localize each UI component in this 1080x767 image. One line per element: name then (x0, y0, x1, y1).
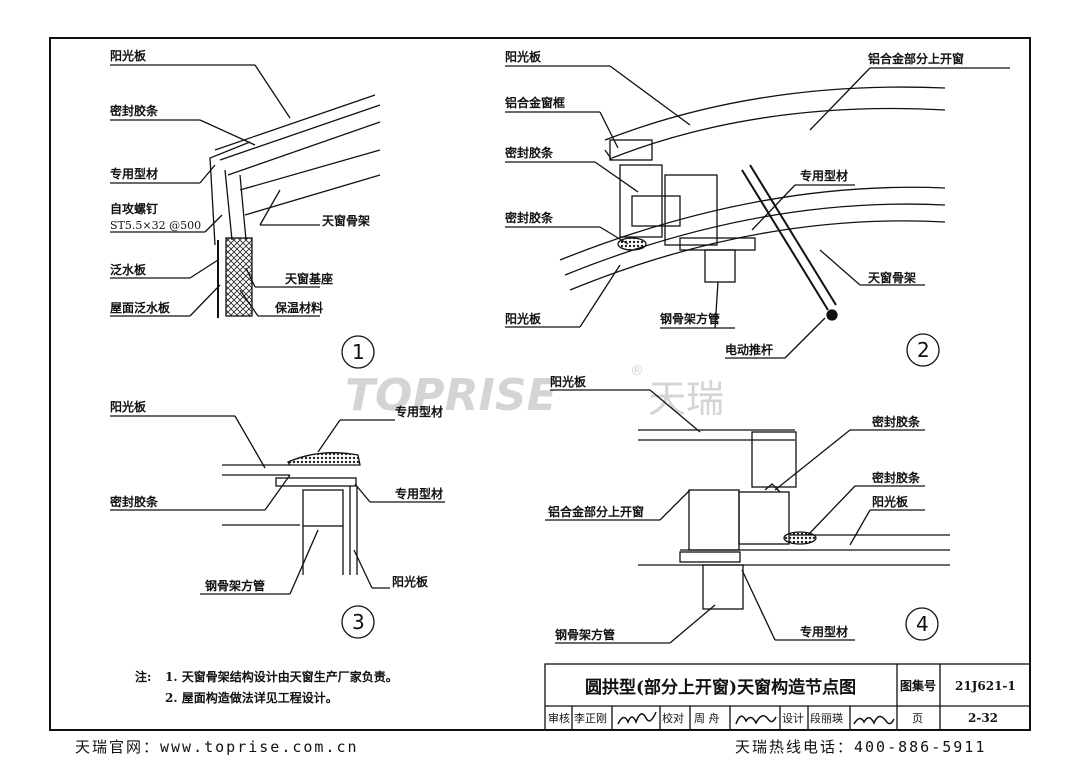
label-roof-flashing: 屋面泛水板 (110, 300, 171, 315)
title-block-text: 圆拱型(部分上开窗)天窗构造节点图 图集号 21J621-1 审核 李正刚 校对… (548, 677, 1016, 725)
label-sunshine-board: 阳光板 (110, 48, 147, 63)
footer: 天瑞官网：www.toprise.com.cn 天瑞热线电话：400-886-5… (75, 738, 986, 756)
page-label: 页 (912, 712, 923, 725)
label-skylight-frame: 天窗骨架 (868, 270, 916, 285)
detail-1-labels: 阳光板 密封胶条 专用型材 自攻螺钉 ST5.5×32 @500 天窗骨架 泛水… (110, 48, 370, 364)
detail-number-1: 1 (352, 340, 365, 364)
notes: 注: 1. 天窗骨架结构设计由天窗生产厂家负责。 2. 屋面构造做法详见工程设计… (135, 669, 398, 705)
detail-number-3: 3 (352, 610, 365, 634)
detail-4-labels: 阳光板 密封胶条 密封胶条 阳光板 铝合金部分上开窗 钢骨架方管 专用型材 4 (548, 374, 929, 642)
label-sunshine-board-2: 阳光板 (392, 574, 429, 589)
detail-2 (505, 65, 1010, 367)
detail-3-labels: 阳光板 专用型材 密封胶条 专用型材 钢骨架方管 阳光板 3 (110, 399, 443, 634)
label-skylight-frame: 天窗骨架 (322, 213, 370, 228)
svg-text:®: ® (630, 363, 644, 379)
label-special-profile: 专用型材 (395, 404, 443, 419)
label-screw-spec: ST5.5×32 @500 (110, 219, 201, 232)
svg-text:TOPRISE: TOPRISE (345, 370, 557, 421)
atlas-label: 图集号 (900, 678, 936, 693)
notes-prefix: 注: (135, 669, 151, 684)
label-steel-tube: 钢骨架方管 (660, 311, 720, 326)
label-seal-strip-2: 密封胶条 (505, 210, 554, 225)
name-reviewer: 李正刚 (574, 711, 607, 725)
label-special-profile-2: 专用型材 (395, 486, 443, 501)
label-sunshine-board: 阳光板 (110, 399, 147, 414)
label-screw: 自攻螺钉 (110, 201, 158, 216)
detail-number-2: 2 (917, 338, 930, 362)
watermark-logo: TOPRISE ® 天瑞 (345, 363, 724, 421)
note-1: 1. 天窗骨架结构设计由天窗生产厂家负责。 (165, 669, 398, 684)
label-insulation: 保温材料 (274, 300, 323, 315)
signature-reviewer (617, 711, 657, 725)
detail-4 (545, 389, 950, 644)
page-number: 2-32 (968, 711, 998, 725)
label-actuator: 电动推杆 (725, 342, 773, 357)
footer-hotline: 天瑞热线电话：400-886-5911 (735, 738, 986, 756)
label-seal-strip: 密封胶条 (110, 494, 159, 509)
label-special-profile: 专用型材 (800, 168, 848, 183)
label-seal-strip: 密封胶条 (110, 103, 159, 118)
label-sunshine-board-2: 阳光板 (505, 311, 542, 326)
label-seal-strip: 密封胶条 (872, 414, 921, 429)
sheet-border (49, 37, 1031, 731)
name-checker: 周 舟 (694, 711, 720, 725)
label-seal-strip-2: 密封胶条 (872, 470, 921, 485)
atlas-number: 21J621-1 (955, 679, 1016, 693)
label-steel-tube: 钢骨架方管 (205, 578, 265, 593)
label-flashing: 泛水板 (110, 262, 147, 277)
name-designer: 段丽瑛 (810, 711, 843, 725)
label-sunshine-board-2: 阳光板 (872, 494, 909, 509)
detail-number-4: 4 (916, 612, 929, 636)
label-special-profile: 专用型材 (800, 624, 848, 639)
label-aluminum-sash: 铝合金部分上开窗 (868, 51, 964, 66)
role-check: 校对 (662, 711, 684, 725)
role-review: 审核 (548, 711, 570, 725)
label-seal-strip: 密封胶条 (505, 145, 554, 160)
detail-3 (110, 415, 445, 639)
drawing-title: 圆拱型(部分上开窗)天窗构造节点图 (585, 677, 856, 698)
label-aluminum-frame: 铝合金窗框 (505, 95, 565, 110)
label-aluminum-sash: 铝合金部分上开窗 (548, 504, 644, 519)
label-special-profile: 专用型材 (110, 166, 158, 181)
label-skylight-base: 天窗基座 (285, 271, 333, 286)
label-sunshine-board: 阳光板 (550, 374, 587, 389)
detail-2-labels: 阳光板 铝合金部分上开窗 铝合金窗框 密封胶条 专用型材 密封胶条 天窗骨架 阳… (505, 49, 964, 362)
label-steel-tube: 钢骨架方管 (555, 627, 615, 642)
label-sunshine-board: 阳光板 (505, 49, 542, 64)
footer-website: 天瑞官网：www.toprise.com.cn (75, 738, 359, 756)
detail-1 (110, 64, 381, 369)
note-2: 2. 屋面构造做法详见工程设计。 (165, 690, 338, 705)
signature-designer (853, 715, 895, 725)
signature-checker (735, 715, 777, 725)
title-block (544, 663, 1031, 731)
role-design: 设计 (782, 712, 804, 725)
svg-text:天瑞: 天瑞 (648, 377, 724, 421)
